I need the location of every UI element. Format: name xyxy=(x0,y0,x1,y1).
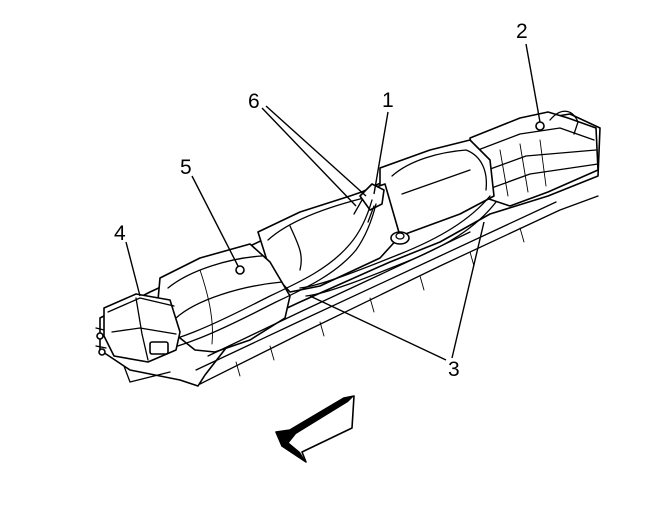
callout-1: 1 xyxy=(382,89,394,112)
leader-6a xyxy=(261,107,357,207)
leader-6b xyxy=(265,105,367,197)
callout-4: 4 xyxy=(114,222,126,245)
callout-5: 5 xyxy=(180,156,192,179)
callout-2: 2 xyxy=(516,20,528,43)
evap-canister xyxy=(95,293,181,383)
leader-3b xyxy=(451,221,485,359)
callout-labels: 1 2 3 4 5 6 xyxy=(114,20,528,381)
leader-3a xyxy=(309,295,447,361)
leader-lines xyxy=(125,43,541,361)
leader-2 xyxy=(525,43,541,123)
front-direction-arrow-icon xyxy=(275,395,355,463)
callout-3: 3 xyxy=(448,358,460,381)
leader-1 xyxy=(373,111,389,195)
leader-5 xyxy=(191,175,239,267)
callout-6: 6 xyxy=(248,90,260,113)
leader-4 xyxy=(125,241,141,297)
